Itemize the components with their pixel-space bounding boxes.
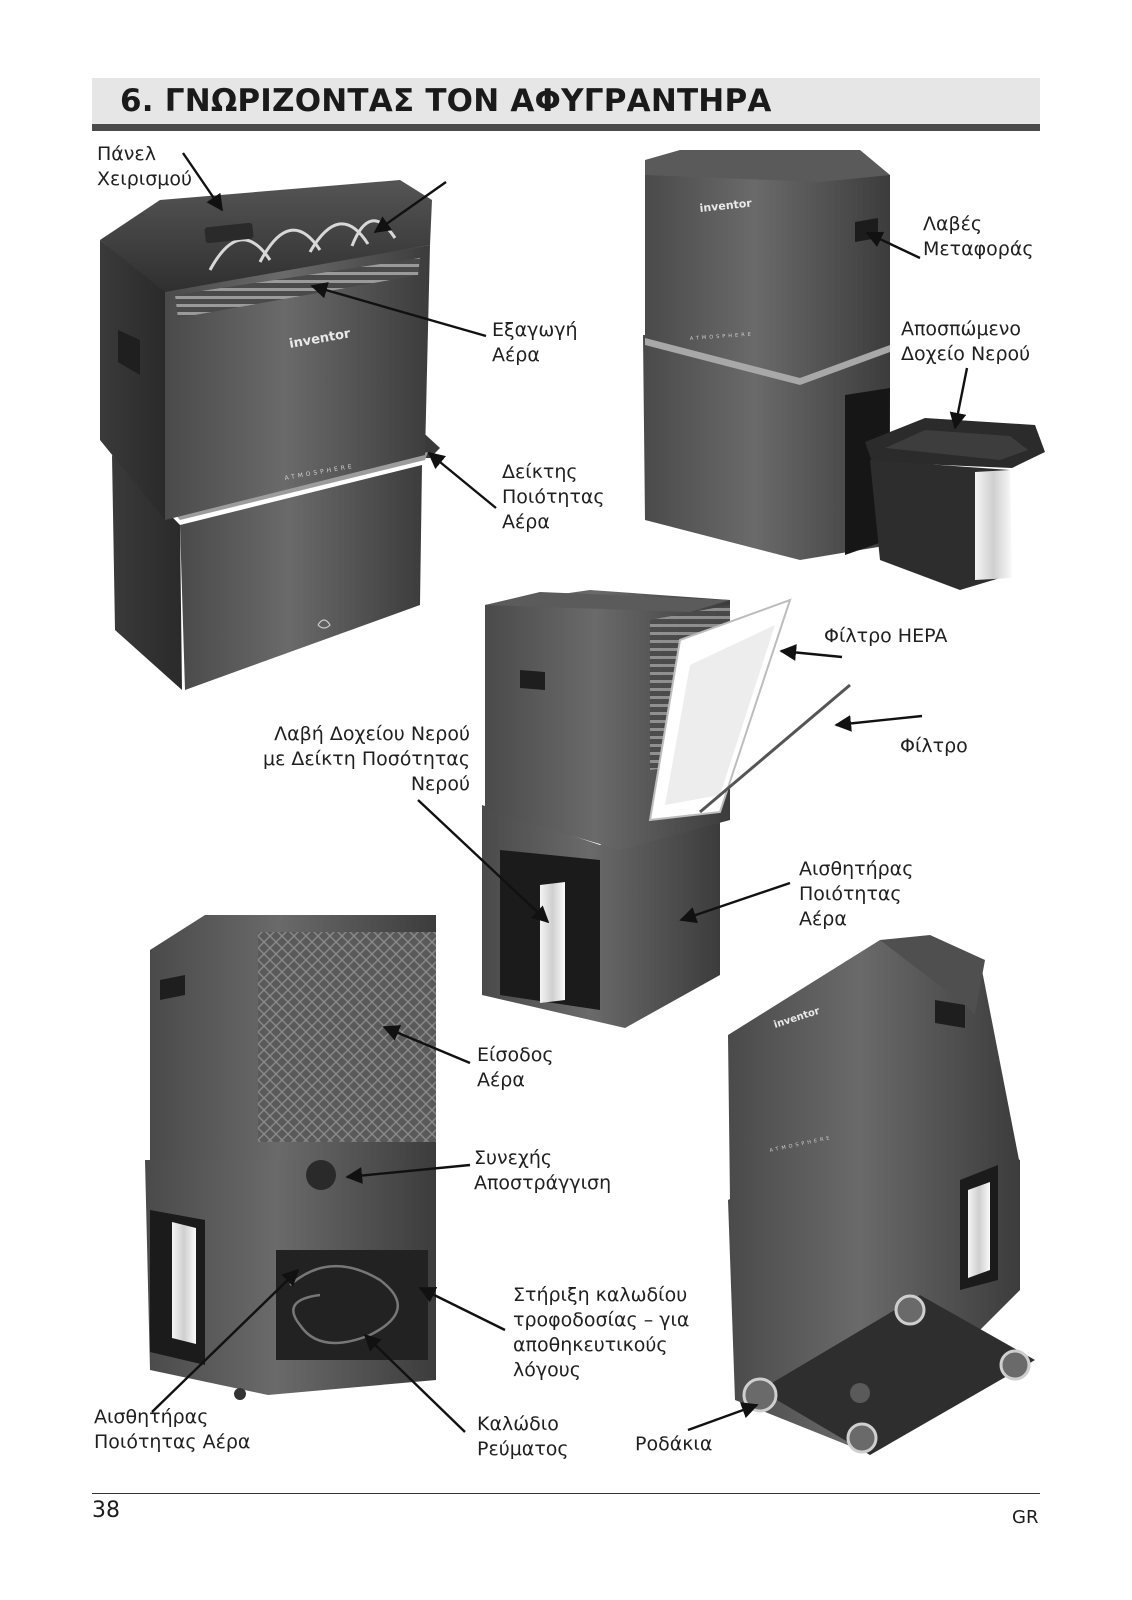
label-removable-tank: Αποσπώμενο Δοχείο Νερού [901, 318, 1031, 365]
label-control-panel: Πάνελ Χειρισμού [97, 143, 192, 190]
arrow-wheels [687, 1402, 759, 1432]
title-rule [92, 124, 1040, 131]
arrow-tank-handle [417, 799, 550, 924]
label-filter: Φίλτρο [900, 735, 968, 757]
arrow-carry-handles [865, 231, 921, 260]
label-tank-handle: Λαβή Δοχείου Νερού με Δείκτη Ποσότητας Ν… [263, 723, 470, 795]
label-air-quality-indicator: Δείκτης Ποιότητας Αέρα [502, 461, 605, 533]
label-power-cable: Καλώδιο Ρεύματος [477, 1413, 569, 1460]
footer-rule [92, 1493, 1040, 1494]
label-continuous-drainage: Συνεχής Αποστράγγιση [474, 1147, 612, 1194]
arrow-continuous-drainage [345, 1163, 471, 1184]
arrow-filter [834, 714, 923, 732]
arrow-removable-tank [949, 367, 969, 430]
label-air-quality-sensor-rear: Αισθητήρας Ποιότητας Αέρα [94, 1406, 251, 1453]
arrow-power-cable [363, 1333, 466, 1433]
label-air-quality-sensor: Αισθητήρας Ποιότητας Αέρα [799, 858, 914, 930]
arrow-air-quality-sensor [679, 881, 791, 924]
arrow-control-panel [182, 152, 223, 212]
page-title: 6. ΓΝΩΡΙΖΟΝΤΑΣ ΤΟΝ ΑΦΥΓΡΑΝΤΗΡΑ [120, 83, 772, 119]
arrow-air-inlet [382, 1025, 471, 1065]
callout-arrows [151, 152, 969, 1433]
unit-front-view: inventor ATMOSPHERE [100, 180, 440, 690]
label-wheels: Ροδάκια [635, 1433, 713, 1455]
language-code: GR [1012, 1507, 1039, 1528]
series-mark-side: ATMOSPHERE [690, 332, 754, 342]
arrow-air-outlet-top [373, 181, 447, 233]
unit-side-view-tank-removed: inventor ATMOSPHERE [643, 150, 1045, 590]
label-carry-handles: Λαβές Μεταφοράς [923, 213, 1034, 260]
arrow-hepa-filter [779, 644, 843, 661]
arrow-cable-holder [418, 1286, 506, 1332]
arrow-air-quality-indicator [427, 451, 497, 509]
arrow-air-outlet [310, 282, 487, 338]
unit-filter-open-view [482, 590, 851, 1028]
arrow-air-quality-sensor-rear [151, 1268, 300, 1413]
page-number: 38 [92, 1498, 120, 1523]
unit-underside-view: inventor ATMOSPHERE [728, 935, 1035, 1455]
label-air-inlet: Είσοδος Αέρα [477, 1044, 554, 1091]
unit-rear-view [145, 915, 436, 1400]
label-air-outlet: Εξαγωγή Αέρα [492, 319, 578, 366]
title-band [92, 78, 1040, 124]
label-cable-holder: Στήριξη καλωδίου τροφοδοσίας – για αποθη… [513, 1284, 690, 1381]
brand-logo-side: inventor [699, 197, 753, 215]
label-hepa-filter: Φίλτρο HEPA [824, 625, 948, 647]
